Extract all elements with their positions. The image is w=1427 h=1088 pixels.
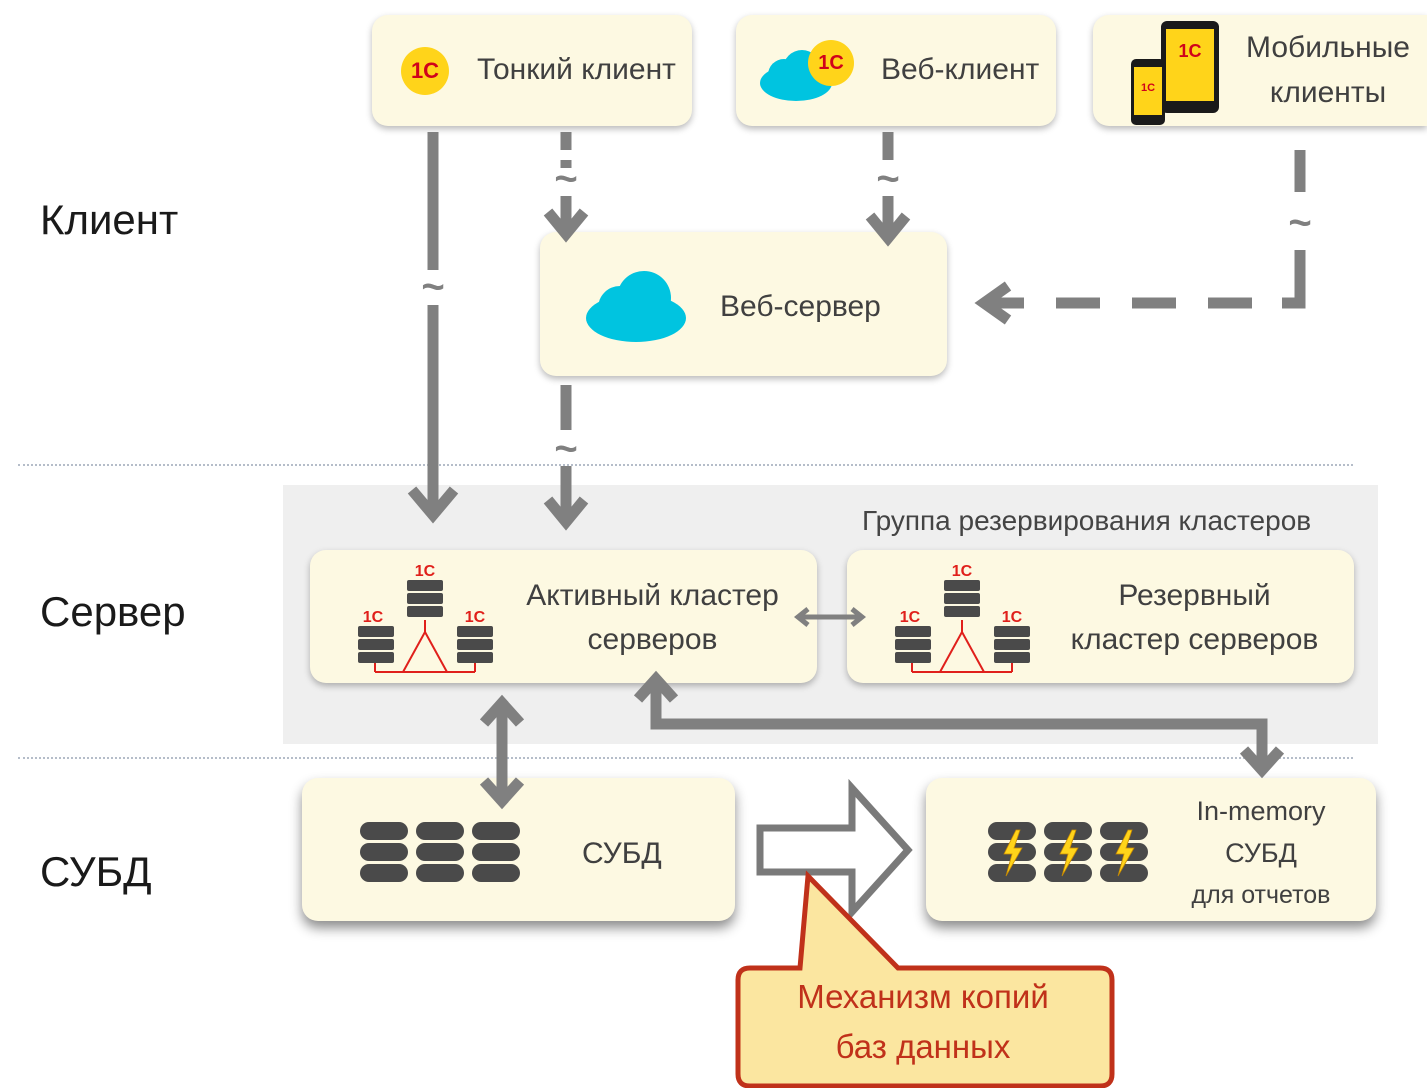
connector-cluster-inmemory: [650, 680, 1268, 768]
web-client-card[interactable]: 1С Веб-клиент: [736, 15, 1056, 126]
connection-marker: ~: [1288, 201, 1311, 245]
inmemory-database-icon: [988, 822, 1148, 882]
svg-text:1С: 1С: [900, 609, 921, 626]
active-cluster-label-line2: серверов: [587, 623, 718, 656]
inmemory-label-line3: для отчетов: [1191, 881, 1331, 909]
callout-line2: баз данных: [835, 1028, 1011, 1065]
cloud-icon: [586, 271, 686, 342]
connection-marker: ~: [554, 427, 577, 471]
svg-text:1С: 1С: [1141, 82, 1155, 94]
connection-marker: ~: [421, 265, 444, 309]
svg-text:1С: 1С: [363, 609, 384, 626]
svg-text:1С: 1С: [465, 609, 486, 626]
database-icon: [360, 822, 520, 882]
inmemory-dbms-card[interactable]: In-memory СУБД для отчетов: [926, 778, 1376, 921]
thin-client-label: Тонкий клиент: [477, 53, 676, 86]
reserve-cluster-label-line2: кластер серверов: [1070, 623, 1319, 656]
callout-text: Механизм копий баз данных: [740, 972, 1106, 1072]
svg-text:1С: 1С: [1178, 41, 1201, 61]
logo-1c-icon: 1С: [401, 47, 449, 95]
web-server-label: Веб-сервер: [720, 290, 881, 323]
layer-label-dbms: СУБД: [40, 848, 152, 895]
callout-line1: Механизм копий: [797, 978, 1049, 1015]
svg-text:1С: 1С: [1002, 609, 1023, 626]
web-client-label: Веб-клиент: [881, 53, 1040, 86]
callout-bubble: [735, 870, 1115, 1088]
server-cluster-icon: 1С 1С 1С: [895, 563, 1030, 673]
inmemory-label-line1: In-memory: [1196, 796, 1326, 826]
thin-client-card[interactable]: 1С Тонкий клиент: [372, 15, 692, 126]
svg-text:1С: 1С: [952, 563, 973, 580]
web-server-card[interactable]: Веб-сервер: [540, 232, 947, 376]
mobile-clients-label-line2: клиенты: [1269, 76, 1387, 109]
connection-marker: ~: [554, 157, 577, 201]
dbms-card[interactable]: СУБД: [302, 778, 735, 921]
svg-text:1С: 1С: [415, 563, 436, 580]
layer-separator-client-server: [18, 464, 1353, 466]
mobile-devices-icon: 1С 1С: [1131, 21, 1219, 125]
server-cluster-icon: 1С 1С 1С: [358, 563, 493, 673]
layer-label-client: Клиент: [40, 196, 179, 243]
mobile-clients-label-line1: Мобильные: [1246, 31, 1410, 64]
layer-separator-server-dbms: [18, 757, 1353, 759]
dbms-label: СУБД: [582, 837, 662, 870]
active-cluster-label-line1: Активный кластер: [526, 579, 779, 612]
layer-label-server: Сервер: [40, 588, 186, 635]
connection-marker: ~: [876, 157, 899, 201]
active-cluster-card[interactable]: 1С 1С 1С Активный кластер серверов: [310, 550, 817, 683]
cluster-group-title: Группа резервирования кластеров: [862, 505, 1312, 536]
reserve-cluster-card[interactable]: 1С 1С 1С Резервный кластер серверов: [847, 550, 1354, 683]
logo-1c-icon: 1С: [808, 40, 854, 86]
replication-arrow: [756, 778, 913, 922]
inmemory-label-line2: СУБД: [1225, 838, 1297, 868]
mobile-clients-card[interactable]: 1С 1С Мобильные клиенты: [1093, 15, 1427, 126]
reserve-cluster-label-line1: Резервный: [1118, 579, 1271, 612]
